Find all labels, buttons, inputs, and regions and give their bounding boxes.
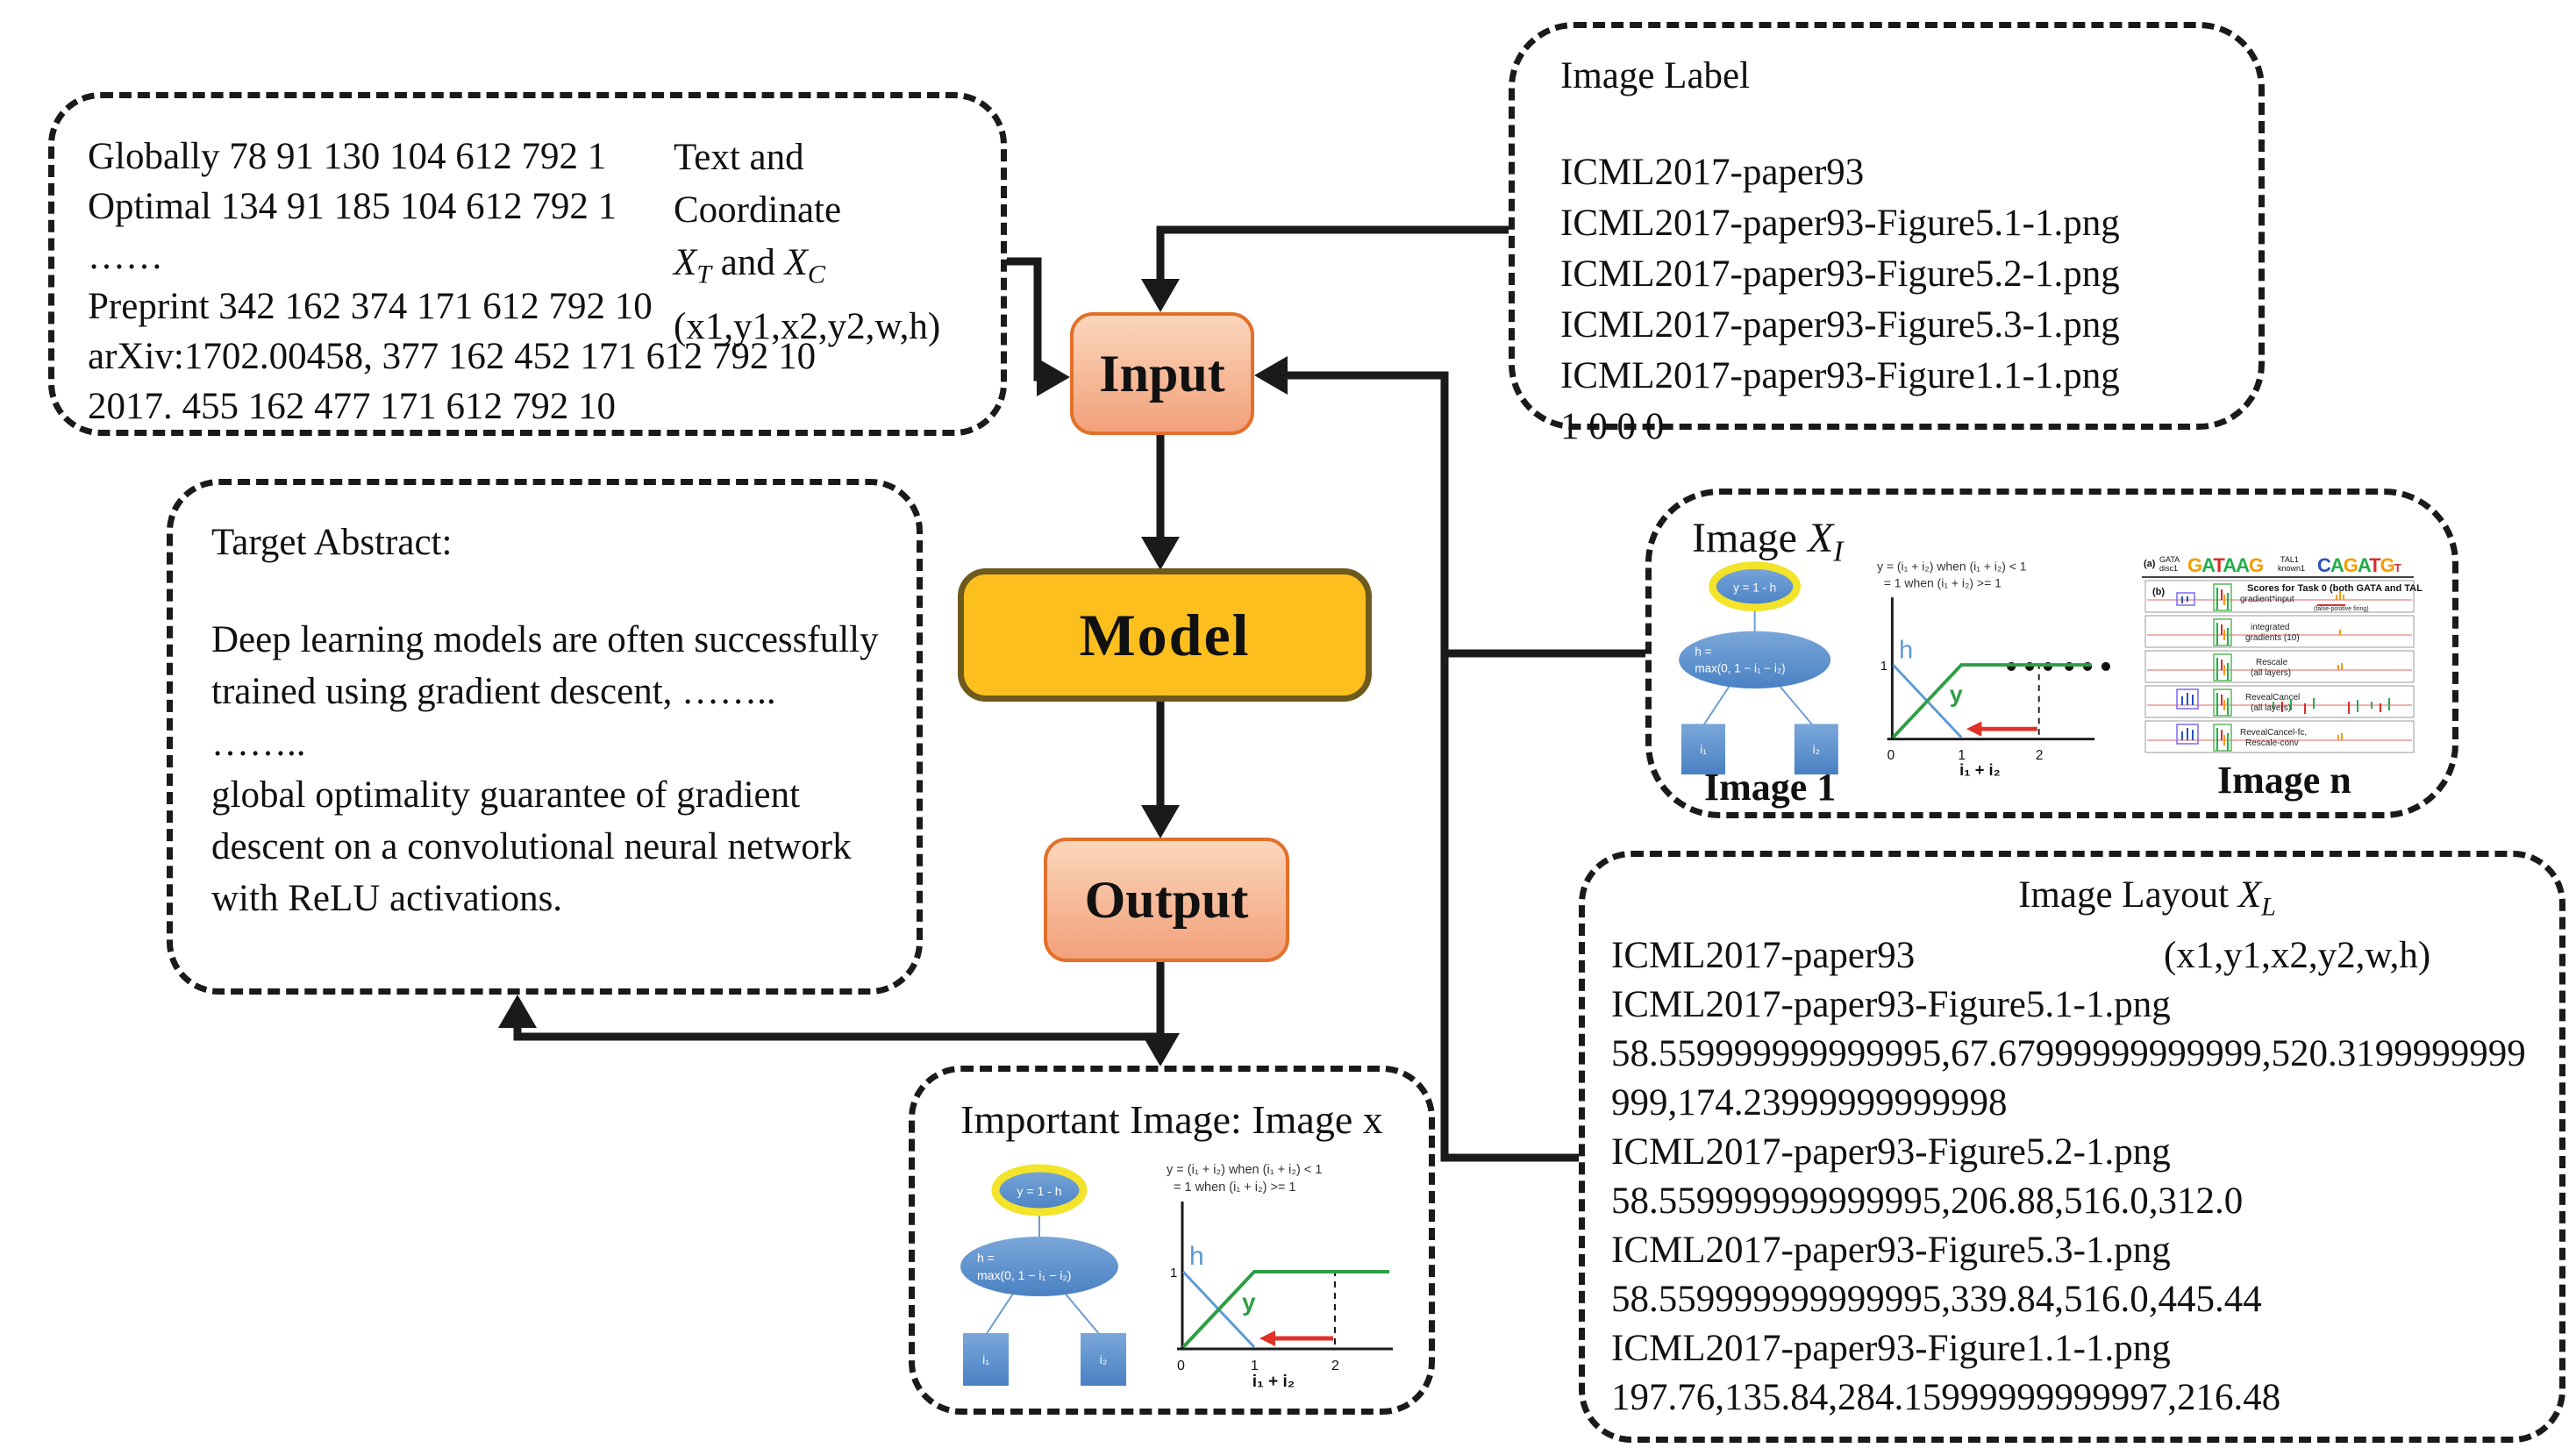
target-abstract-para2: …….. — [211, 723, 306, 764]
text-coord-line: arXiv:1702.00458, 377 162 452 171 612 79… — [88, 336, 817, 377]
image-layout-line: 197.76,135.84,284.15999999999997,216.48 — [1611, 1376, 2281, 1418]
side-note-title: Text and Coordinate — [674, 137, 842, 231]
connector-branch-to-abstract — [513, 1026, 1164, 1041]
image1-thumbnail — [1659, 557, 2098, 776]
target-abstract-title: Target Abstract: — [211, 522, 453, 563]
image-layout-line: 58.559999999999995,67.67999999999999,520… — [1611, 1032, 2526, 1123]
arrowhead-into-input-left — [1037, 358, 1070, 396]
image-label-line: ICML2017-paper93-Figure1.1-1.png — [1560, 355, 2120, 396]
ellipsis-dots: …… — [2002, 623, 2118, 682]
model-node-label: Model — [1079, 601, 1251, 668]
output-node-label: Output — [1084, 870, 1249, 929]
image-layout-row1-right: (x1,y1,x2,y2,w,h) — [2164, 934, 2431, 976]
model-node: Model — [958, 568, 1372, 702]
input-node-label: Input — [1099, 344, 1225, 403]
image-layout-title: Image Layout XL — [2018, 874, 2276, 922]
side-note-symbols: XT and XC — [674, 242, 825, 289]
text-coord-line: …… — [88, 236, 163, 277]
important-image-title: Important Image: Image x — [960, 1097, 1383, 1142]
arrowhead-into-important — [1141, 1033, 1180, 1066]
image-layout-box: Image Layout XL ICML2017-paper93 (x1,y1,… — [1579, 851, 2565, 1443]
arrowhead-into-output — [1141, 805, 1180, 838]
image-label-title: Image Label — [1560, 55, 1751, 96]
image-label-line: ICML2017-paper93-Figure5.3-1.png — [1560, 304, 2120, 346]
connector-imagelayout-to-input — [1284, 371, 1581, 1162]
input-node: Input — [1070, 312, 1254, 435]
image-label-line: ICML2017-paper93 — [1560, 152, 1865, 193]
image-xi-title: Image XI — [1692, 515, 1844, 568]
arrowhead-into-input-top — [1141, 279, 1180, 312]
spacer — [211, 568, 896, 614]
image-layout-line: ICML2017-paper93-Figure5.3-1.png — [1611, 1229, 2171, 1271]
target-abstract-para3: global optimality guarantee of gradient … — [211, 774, 852, 919]
text-coord-line: Preprint 342 162 374 171 612 792 10 — [88, 286, 653, 327]
image-label-line: ICML2017-paper93-Figure5.2-1.png — [1560, 253, 2120, 295]
image-layout-line: 58.559999999999995,339.84,516.0,445.44 — [1611, 1278, 2262, 1320]
image-label-line: ICML2017-paper93-Figure5.1-1.png — [1560, 203, 2120, 244]
arrowhead-into-model — [1141, 537, 1180, 570]
text-coord-side-note: Text and Coordinate XT and XC (x1,y1,x2,… — [674, 132, 976, 353]
target-abstract-box: Target Abstract: Deep learning models ar… — [167, 479, 923, 995]
target-abstract-para1: Deep learning models are often successfu… — [211, 619, 879, 712]
imagen-thumbnail — [2142, 553, 2423, 754]
image-layout-row1: ICML2017-paper93 (x1,y1,x2,y2,w,h) — [1611, 931, 2543, 981]
side-note-format: (x1,y1,x2,y2,w,h) — [674, 305, 941, 347]
text-coord-line: Optimal 134 91 185 104 612 792 1 — [88, 186, 617, 227]
image-layout-line: ICML2017-paper93-Figure5.2-1.png — [1611, 1131, 2171, 1173]
image-layout-line: ICML2017-paper93-Figure1.1-1.png — [1611, 1327, 2171, 1369]
connector-imagelabel-to-input — [1156, 225, 1509, 284]
important-image-thumbnail — [940, 1159, 1396, 1387]
imagen-caption: Image n — [2217, 759, 2351, 802]
spacer — [1560, 102, 2120, 147]
output-node: Output — [1044, 838, 1289, 962]
arrowhead-into-input-right — [1254, 356, 1288, 395]
image-label-line: 1 0 0 0 — [1560, 406, 1665, 447]
text-coordinate-box: Globally 78 91 130 104 612 792 1 Optimal… — [48, 92, 1007, 436]
image-label-box: Image Label ICML2017-paper93 ICML2017-pa… — [1509, 22, 2265, 447]
arrowhead-into-abstract — [498, 995, 537, 1028]
image-layout-row1-left: ICML2017-paper93 — [1611, 934, 1916, 976]
image-layout-line: ICML2017-paper93-Figure5.1-1.png — [1611, 983, 2171, 1025]
text-coord-line: 2017. 455 162 477 171 612 792 10 — [88, 386, 616, 427]
text-coord-line: Globally 78 91 130 104 612 792 1 — [88, 136, 607, 177]
image-layout-line: 58.559999999999995,206.88,516.0,312.0 — [1611, 1180, 2244, 1222]
